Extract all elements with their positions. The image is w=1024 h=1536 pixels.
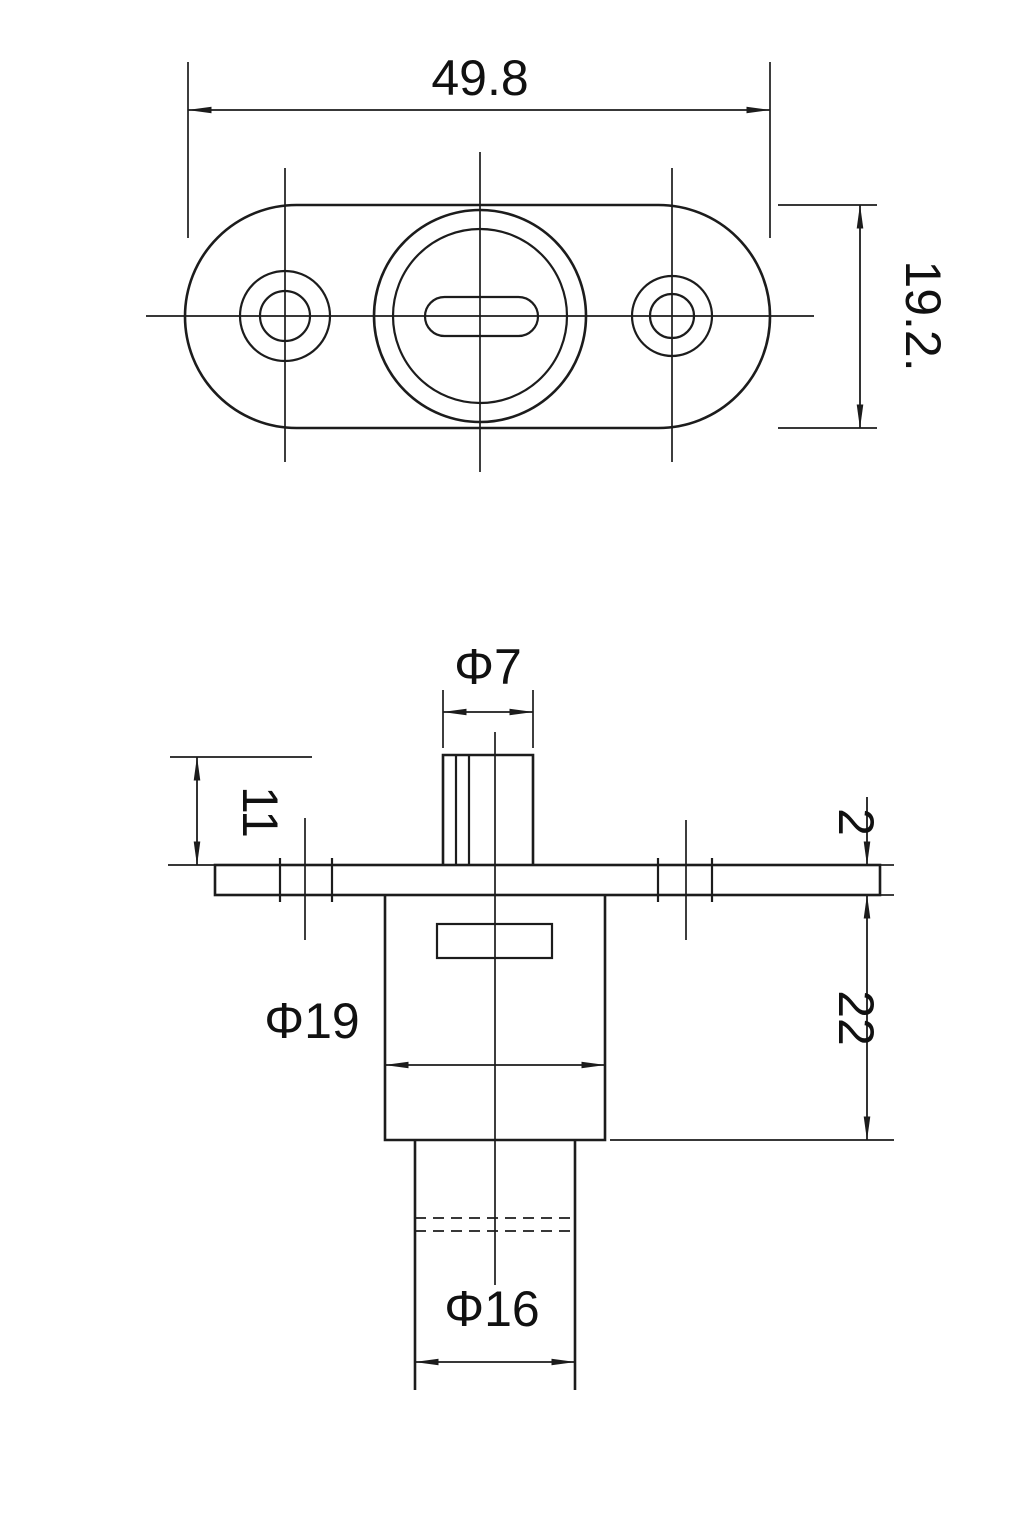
keyhole-slot [423, 295, 540, 338]
dimension-overall-width: 49.8 [187, 50, 771, 238]
body-outline [383, 895, 607, 1142]
dimension-overall-height: 19.2. [778, 204, 951, 429]
flange-hole-marks [278, 818, 714, 940]
body-depth-label: 22 [828, 990, 884, 1046]
top-view: 49.8 19.2. [146, 50, 951, 472]
shaft-diameter-label: Φ7 [454, 639, 522, 695]
shaft-height-label: 11 [232, 786, 288, 838]
top-view-center-lines [146, 152, 814, 472]
lock-cylinder-outer-circle [372, 208, 588, 424]
dimension-body-diameter: Φ19 [264, 993, 606, 1069]
right-screw-hole-inner-circle [648, 292, 696, 340]
dimension-shaft-diameter: Φ7 [442, 639, 534, 748]
overall-height-label: 19.2. [895, 260, 951, 371]
overall-width-label: 49.8 [431, 50, 528, 106]
cylinder-diameter-label: Φ16 [444, 1281, 540, 1337]
dimension-flange-thickness: 2 [828, 797, 894, 896]
right-screw-hole-outer-circle [630, 274, 714, 358]
body-diameter-label: Φ19 [264, 993, 360, 1049]
front-view: Φ7 11 2 22 [168, 639, 894, 1390]
dimension-shaft-height: 11 [168, 756, 312, 866]
shaft-outline [441, 753, 535, 865]
left-screw-hole-outer-circle [238, 269, 332, 363]
dimension-body-depth: 22 [610, 894, 894, 1141]
body-slot [435, 922, 554, 960]
dimension-cylinder-diameter: Φ16 [414, 1281, 576, 1366]
flange-outline [213, 863, 882, 897]
faceplate-outline [183, 203, 772, 430]
left-screw-hole-inner-circle [258, 289, 312, 343]
lock-cylinder-inner-circle [391, 227, 569, 405]
flange-thickness-label: 2 [828, 808, 884, 836]
